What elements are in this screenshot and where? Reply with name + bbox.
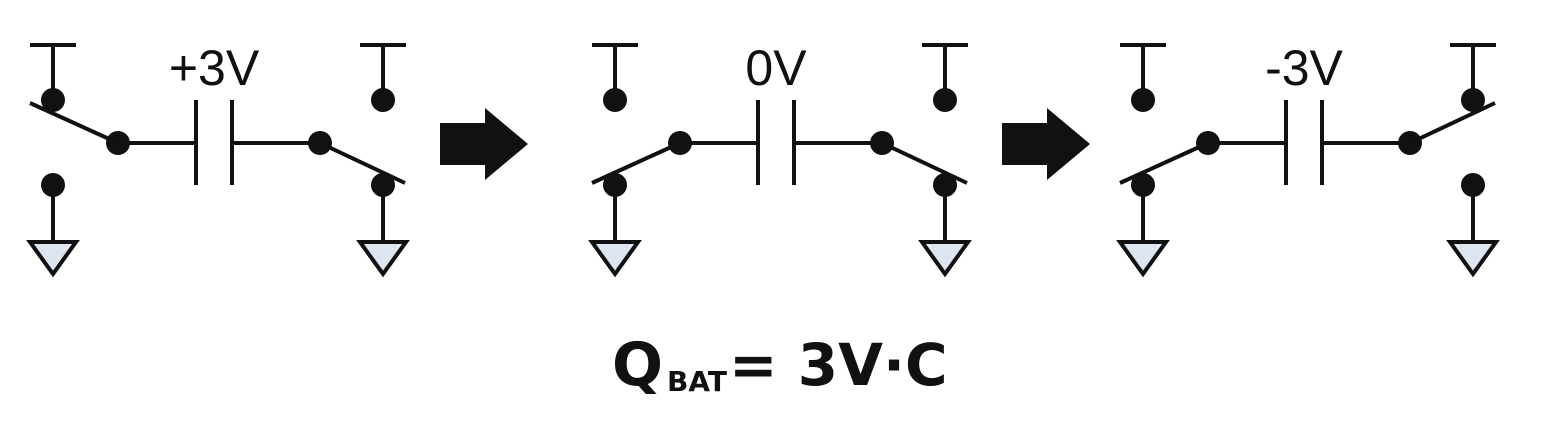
left-top-terminal: [603, 88, 627, 112]
right-switch-blade: [1409, 101, 1496, 145]
left-switch-blade: [29, 101, 119, 145]
right-switch-blade: [881, 141, 968, 185]
arrow-right-icon: [1002, 108, 1090, 180]
left-ground-icon: [588, 240, 642, 278]
capacitor-voltage-label: 0V: [745, 40, 807, 96]
right-top-terminal: [933, 88, 957, 112]
left-top-terminal: [1131, 88, 1155, 112]
arrow-right-icon: [440, 108, 528, 180]
right-switch-blade: [319, 141, 406, 185]
right-ground-icon: [356, 240, 410, 278]
capacitor-voltage-label: +3V: [169, 40, 260, 96]
left-switch-blade: [1119, 141, 1209, 185]
formula-rest: = 3V·C: [728, 331, 948, 399]
formula-q: Q: [612, 330, 664, 400]
circuit-1: +3V: [26, 40, 410, 278]
circuit-2: 0V: [588, 40, 972, 278]
right-ground-icon: [918, 240, 972, 278]
left-ground-icon: [1116, 240, 1170, 278]
capacitor-voltage-label: -3V: [1265, 40, 1343, 96]
circuit-3: -3V: [1116, 40, 1500, 278]
formula-subscript: BAT: [667, 365, 727, 398]
right-ground-icon: [1446, 240, 1500, 278]
right-top-terminal: [371, 88, 395, 112]
left-switch-blade: [591, 141, 681, 185]
left-ground-icon: [26, 240, 80, 278]
left-top-terminal: [41, 88, 65, 112]
right-top-terminal: [1461, 88, 1485, 112]
